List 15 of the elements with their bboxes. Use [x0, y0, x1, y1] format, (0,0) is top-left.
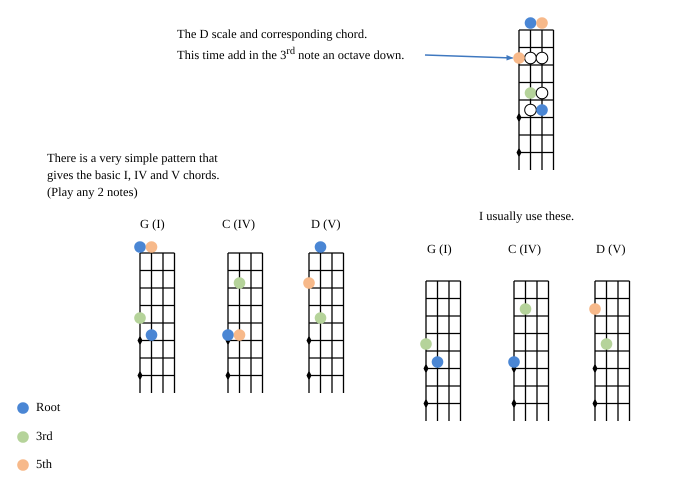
legend-text: 5th: [36, 456, 52, 473]
chord-name: G (I): [427, 241, 452, 258]
note-text: I usually use these.: [479, 208, 574, 225]
chord-name: D (V): [311, 216, 341, 233]
legend-text: Root: [36, 399, 60, 416]
chord-name: C (IV): [222, 216, 255, 233]
annotation-text: The D scale and corresponding chord. This time add in the 3$^{rd}$ note an octave down.: [177, 26, 404, 64]
chord-name: G (I): [140, 216, 165, 233]
leader-arrow: [424, 54, 514, 61]
legend-text: 3rd: [36, 428, 53, 445]
note-dot: [513, 52, 525, 64]
intro-text: There is a very simple pattern that gives the basic I, IV and V chords.: [47, 150, 221, 184]
chord-name: C (IV): [508, 241, 541, 258]
note-text: (Play any 2 notes): [47, 184, 138, 201]
chord-name: D (V): [596, 241, 626, 258]
